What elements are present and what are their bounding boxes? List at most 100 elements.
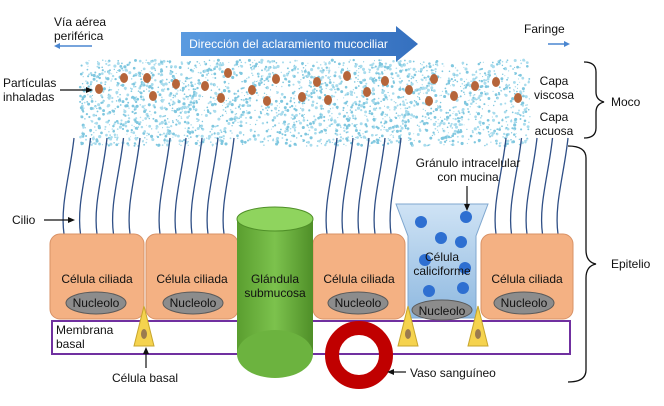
mucus-speckle [383, 65, 387, 69]
mucus-speckle [514, 120, 517, 124]
mucus-speckle [318, 139, 321, 143]
mucus-speckle [355, 126, 358, 129]
mucus-speckle [469, 113, 471, 115]
mucus-speckle [94, 126, 96, 128]
mucus-speckle [218, 136, 222, 139]
mucus-speckle [312, 64, 315, 68]
mucus-speckle [183, 97, 186, 101]
mucus-speckle [380, 134, 384, 138]
mucus-speckle [209, 100, 212, 104]
mucus-speckle [97, 103, 101, 107]
mucus-speckle [220, 139, 224, 143]
mucus-speckle [156, 90, 160, 94]
mucus-speckle [425, 79, 427, 81]
mucus-speckle [165, 139, 168, 142]
mucus-speckle [138, 59, 142, 63]
mucus-speckle [458, 123, 462, 127]
mucus-speckle [406, 107, 409, 110]
mucus-speckle [407, 112, 411, 116]
mucus-speckle [347, 123, 351, 127]
moco-label: Moco [611, 95, 641, 109]
mucus-speckle [102, 109, 106, 113]
goblet-cell-label: Célula caliciforme [413, 250, 471, 278]
mucus-speckle [400, 96, 402, 99]
mucus-speckle [233, 120, 236, 123]
mucus-speckle [483, 93, 485, 95]
mucus-speckle [339, 139, 342, 142]
mucus-speckle [522, 114, 525, 118]
epithelium-bracket [567, 145, 597, 383]
mucus-speckle [410, 102, 413, 105]
mucus-speckle [355, 70, 358, 72]
mucus-speckle [115, 90, 119, 94]
mucus-speckle [319, 113, 322, 116]
mucus-speckle [133, 142, 137, 145]
mucus-speckle [138, 122, 141, 126]
mucus-speckle [237, 121, 239, 124]
mucus-speckle [428, 62, 431, 65]
mucus-speckle [428, 85, 430, 87]
mucus-speckle [95, 114, 98, 117]
mucus-speckle [263, 67, 267, 71]
mucus-speckle [110, 89, 113, 91]
mucus-speckle [479, 61, 482, 64]
mucus-speckle [453, 129, 457, 133]
mucus-speckle [194, 141, 198, 145]
mucus-speckle [200, 134, 204, 138]
mucus-speckle [437, 118, 439, 121]
mucus-speckle [328, 140, 332, 144]
mucus-speckle [241, 110, 245, 114]
mucus-speckle [251, 81, 255, 85]
mucus-speckle [148, 124, 152, 128]
mucus-speckle [229, 117, 234, 121]
mucus-speckle [145, 124, 147, 126]
mucus-speckle [401, 96, 403, 98]
mucus-speckle [498, 93, 501, 96]
mucus-speckle [416, 82, 418, 84]
mucus-speckle [260, 58, 264, 62]
mucus-speckle [391, 92, 395, 95]
mucus-speckle [317, 66, 320, 70]
mucus-speckle [511, 97, 515, 101]
mucus-speckle [143, 83, 146, 87]
mucus-speckle [82, 95, 86, 99]
mucus-speckle [116, 138, 118, 141]
mucus-speckle [368, 71, 371, 74]
mucus-speckle [315, 89, 318, 92]
mucus-speckle [304, 71, 306, 74]
mucus-speckle [382, 85, 384, 88]
mucus-speckle [512, 67, 515, 71]
mucus-speckle [248, 137, 252, 141]
mucus-speckle [254, 123, 257, 126]
mucus-speckle [414, 102, 417, 104]
mucin-granule [423, 285, 435, 297]
mucus-speckle [487, 109, 491, 113]
mucus-speckle [204, 113, 208, 118]
mucus-speckle [95, 129, 97, 131]
mucus-speckle [320, 88, 323, 91]
mucus-speckle [491, 116, 493, 118]
capa-viscosa-label: Capa viscosa [533, 74, 574, 102]
mucus-speckle [97, 124, 101, 128]
mucus-speckle [113, 113, 115, 115]
mucus-speckle [490, 141, 492, 143]
particle [425, 96, 433, 106]
mucus-speckle [357, 78, 359, 81]
mucus-speckle [302, 140, 305, 143]
mucus-speckle [435, 99, 438, 103]
mucus-speckle [235, 92, 238, 95]
mucus-speckle [366, 118, 369, 121]
mucus-speckle [399, 125, 402, 127]
mucus-speckle [249, 63, 252, 66]
mucus-speckle [189, 136, 192, 138]
mucus-speckle [133, 126, 135, 128]
mucus-speckle [227, 102, 231, 106]
mucus-speckle [375, 71, 378, 73]
mucus-speckle [81, 132, 84, 135]
mucus-speckle [238, 103, 242, 107]
mucus-speckle [461, 119, 463, 121]
mucus-speckle [286, 109, 290, 112]
mucus-speckle [381, 71, 383, 74]
mucus-speckle [342, 62, 345, 65]
mucus-speckle [293, 90, 296, 93]
